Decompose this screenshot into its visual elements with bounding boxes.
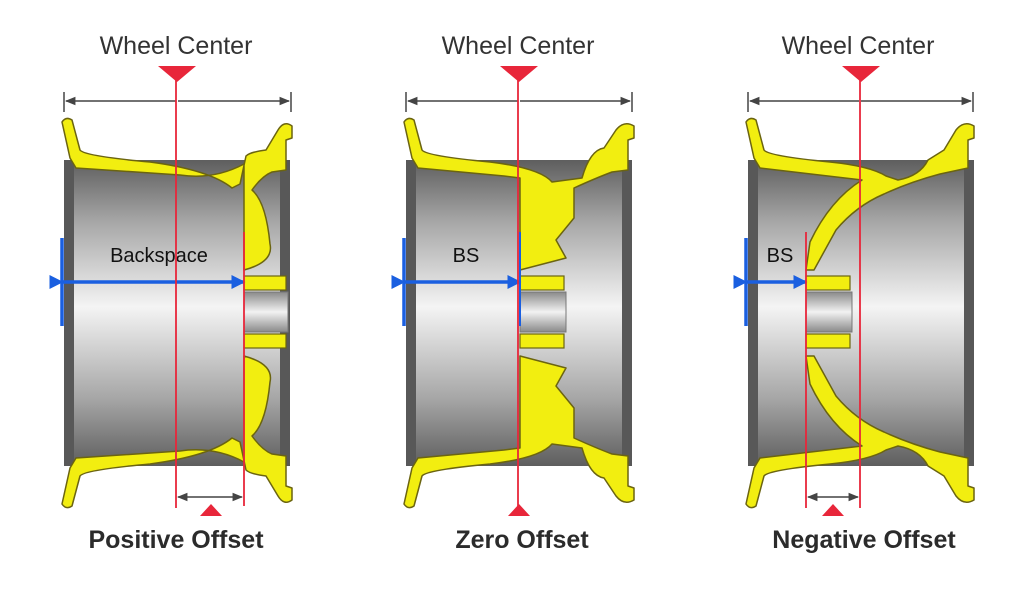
backspace-label: BS (767, 245, 794, 267)
offset-caption: Zero Offset (455, 526, 589, 554)
offset-marker-icon (508, 504, 530, 516)
wheel-center-label: Wheel Center (442, 32, 595, 60)
width-dimension (63, 92, 292, 112)
backspace-label: Backspace (110, 245, 208, 267)
backspace-label: BS (453, 245, 480, 267)
wheel-center-marker-icon (842, 66, 880, 82)
wheel-center-label: Wheel Center (782, 32, 935, 60)
hub-bore (243, 291, 289, 333)
offset-caption: Negative Offset (772, 526, 956, 554)
panel-negative-offset: Wheel Center BS Negative Offs (733, 32, 975, 554)
panel-positive-offset: Wheel Center Backspace Positi (49, 32, 293, 554)
hub-bore (805, 291, 853, 333)
width-dimension (747, 92, 974, 112)
wheel-center-label: Wheel Center (100, 32, 253, 60)
hub-bore (519, 291, 567, 333)
wheel-center-marker-icon (158, 66, 196, 82)
width-dimension (405, 92, 633, 112)
offset-marker-icon (822, 504, 844, 516)
wheel-center-marker-icon (500, 66, 538, 82)
wheel-cross-section (61, 117, 293, 509)
offset-marker-icon (200, 504, 222, 516)
panel-zero-offset: Wheel Center BS Zero Offset (391, 32, 635, 554)
offset-caption: Positive Offset (88, 526, 264, 554)
